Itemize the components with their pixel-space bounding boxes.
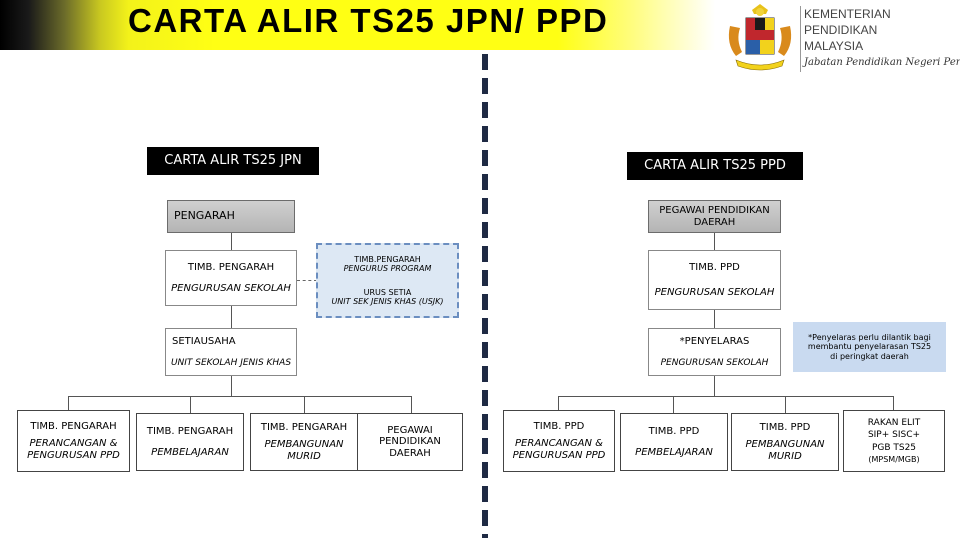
ppd-connector [558, 396, 894, 397]
jpn-bottom-box-3: TIMB. PENGARAH PEMBANGUNAN MURID [250, 413, 358, 471]
jpn-bottom-sub2-4: DAERAH [389, 447, 431, 459]
ppd-bottom-title-3: TIMB. PPD [759, 421, 811, 433]
jpn-timb-pengarah-box: TIMB. PENGARAH PENGURUSAN SEKOLAH [165, 250, 297, 306]
jpn-connector [68, 396, 69, 410]
ppd-bottom-box-1: TIMB. PPD PERANCANGAN & PENGURUSAN PPD [503, 410, 615, 472]
coat-of-arms-icon [728, 4, 792, 71]
jpn-bottom-sub1-4: PENDIDIKAN [379, 436, 441, 448]
ppd-note-line3: di peringkat daerah [830, 351, 909, 361]
jpn-bottom-sub1-3: PEMBANGUNAN [264, 439, 344, 451]
jpn-pengarah-label: PENGARAH [174, 209, 235, 223]
logo: KEMENTERIAN PENDIDIKAN MALAYSIA Jabatan … [722, 2, 960, 74]
ppd-connector [714, 376, 715, 396]
ppd-connector [893, 396, 894, 410]
ppd-timb-ppd-sub: PENGURUSAN SEKOLAH [654, 286, 775, 298]
ppd-penyelaras-sub: PENGURUSAN SEKOLAH [660, 357, 769, 368]
jpn-program-box: TIMB.PENGARAH PENGURUS PROGRAM URUS SETI… [316, 243, 459, 318]
jpn-connector [231, 233, 232, 250]
header-banner [0, 0, 715, 50]
ppd-pegawai-line1: PEGAWAI PENDIDIKAN [659, 205, 770, 216]
ppd-bottom-box-2: TIMB. PPD PEMBELAJARAN [620, 413, 728, 471]
jpn-connector [190, 396, 191, 413]
ppd-bottom-sub2-1: PENGURUSAN PPD [512, 449, 606, 461]
jpn-timb-pengarah-sub: PENGURUSAN SEKOLAH [171, 282, 291, 294]
jpn-bottom-sub1-2: PEMBELAJARAN [151, 447, 229, 458]
ppd-connector [785, 396, 786, 413]
jpn-bottom-box-4: PEGAWAI PENDIDIKAN DAERAH [357, 413, 463, 471]
ppd-bottom-box-3: TIMB. PPD PEMBANGUNAN MURID [731, 413, 839, 471]
logo-line-3: MALAYSIA [804, 39, 864, 53]
jpn-bottom-box-1: TIMB. PENGARAH PERANCANGAN & PENGURUSAN … [17, 410, 130, 472]
logo-line-2: PENDIDIKAN [804, 23, 878, 37]
ppd-heading: CARTA ALIR TS25 PPD [627, 152, 803, 180]
jpn-connector [231, 376, 232, 396]
ppd-rakan-line3: PGB TS25 [871, 442, 917, 453]
jpn-bottom-sub2-3: MURID [287, 450, 321, 462]
ppd-pegawai-box: PEGAWAI PENDIDIKAN DAERAH [648, 200, 781, 233]
ppd-note-line2: membantu penyelarasan TS25 [807, 342, 932, 352]
jpn-dashed-connector [297, 280, 317, 281]
jpn-program-sub: URUS SETIA [363, 287, 412, 297]
jpn-timb-pengarah-title: TIMB. PENGARAH [187, 262, 275, 273]
jpn-program-sub2: UNIT SEK JENIS KHAS (USJK) [331, 296, 444, 306]
jpn-connector [304, 396, 305, 413]
ppd-rakan-box: RAKAN ELIT SIP+ SISC+ PGB TS25 (MPSM/MGB… [843, 410, 945, 472]
jpn-connector [231, 306, 232, 328]
jpn-bottom-box-2: TIMB. PENGARAH PEMBELAJARAN [136, 413, 244, 471]
ppd-pegawai-line2: DAERAH [693, 216, 736, 228]
jpn-bottom-sub1-1: PERANCANGAN & [29, 438, 118, 450]
ppd-penyelaras-box: *PENYELARAS PENGURUSAN SEKOLAH [648, 328, 781, 376]
ppd-note-box: *Penyelaras perlu dilantik bagi membantu… [793, 322, 946, 372]
jpn-bottom-title-3: TIMB. PENGARAH [260, 421, 348, 433]
ppd-timb-ppd-box: TIMB. PPD PENGURUSAN SEKOLAH [648, 250, 781, 310]
ppd-bottom-sub1-1: PERANCANGAN & [515, 438, 603, 450]
ppd-bottom-sub2-3: MURID [768, 450, 802, 462]
ppd-connector [714, 233, 715, 250]
center-divider [482, 54, 488, 538]
jpn-bottom-title-2: TIMB. PENGARAH [146, 425, 234, 437]
logo-divider [800, 6, 801, 72]
jpn-program-title: TIMB.PENGARAH [354, 255, 421, 265]
jpn-bottom-sub2-1: PENGURUSAN PPD [27, 449, 120, 461]
jpn-heading-text: CARTA ALIR TS25 JPN [164, 152, 302, 168]
jpn-setiausaha-title: SETIAUSAHA [172, 336, 236, 348]
jpn-setiausaha-sub: UNIT SEKOLAH JENIS KHAS [170, 357, 292, 368]
jpn-bottom-title-4: PEGAWAI [387, 424, 433, 436]
ppd-bottom-sub1-3: PEMBANGUNAN [745, 439, 825, 451]
page-title: CARTA ALIR TS25 JPN/ PPD [128, 2, 609, 39]
ppd-bottom-title-1: TIMB. PPD [533, 420, 585, 432]
ppd-bottom-sub1-2: PEMBELAJARAN [635, 447, 713, 458]
jpn-pengarah-box: PENGARAH [167, 200, 295, 233]
ppd-connector [673, 396, 674, 413]
ppd-bottom-title-2: TIMB. PPD [648, 425, 700, 437]
logo-sub: Jabatan Pendidikan Negeri Perak [804, 57, 960, 68]
ppd-rakan-line2: SIP+ SISC+ [867, 430, 921, 441]
jpn-bottom-title-1: TIMB. PENGARAH [30, 420, 117, 432]
ppd-connector [714, 310, 715, 328]
ppd-note-line1: *Penyelaras perlu dilantik bagi [808, 333, 931, 343]
ppd-rakan-line1: RAKAN ELIT [867, 417, 921, 428]
ppd-rakan-line4: (MPSM/MGB) [868, 454, 920, 464]
jpn-heading: CARTA ALIR TS25 JPN [147, 147, 319, 175]
ppd-connector [558, 396, 559, 410]
ppd-timb-ppd-title: TIMB. PPD [689, 262, 740, 273]
jpn-connector [411, 396, 412, 413]
jpn-program-title2: PENGURUS PROGRAM [343, 264, 432, 274]
ppd-penyelaras-title: *PENYELARAS [679, 336, 750, 348]
logo-line-1: KEMENTERIAN [804, 7, 891, 21]
jpn-setiausaha-box: SETIAUSAHA UNIT SEKOLAH JENIS KHAS [165, 328, 297, 376]
ppd-heading-text: CARTA ALIR TS25 PPD [644, 157, 786, 173]
jpn-connector [68, 396, 412, 397]
